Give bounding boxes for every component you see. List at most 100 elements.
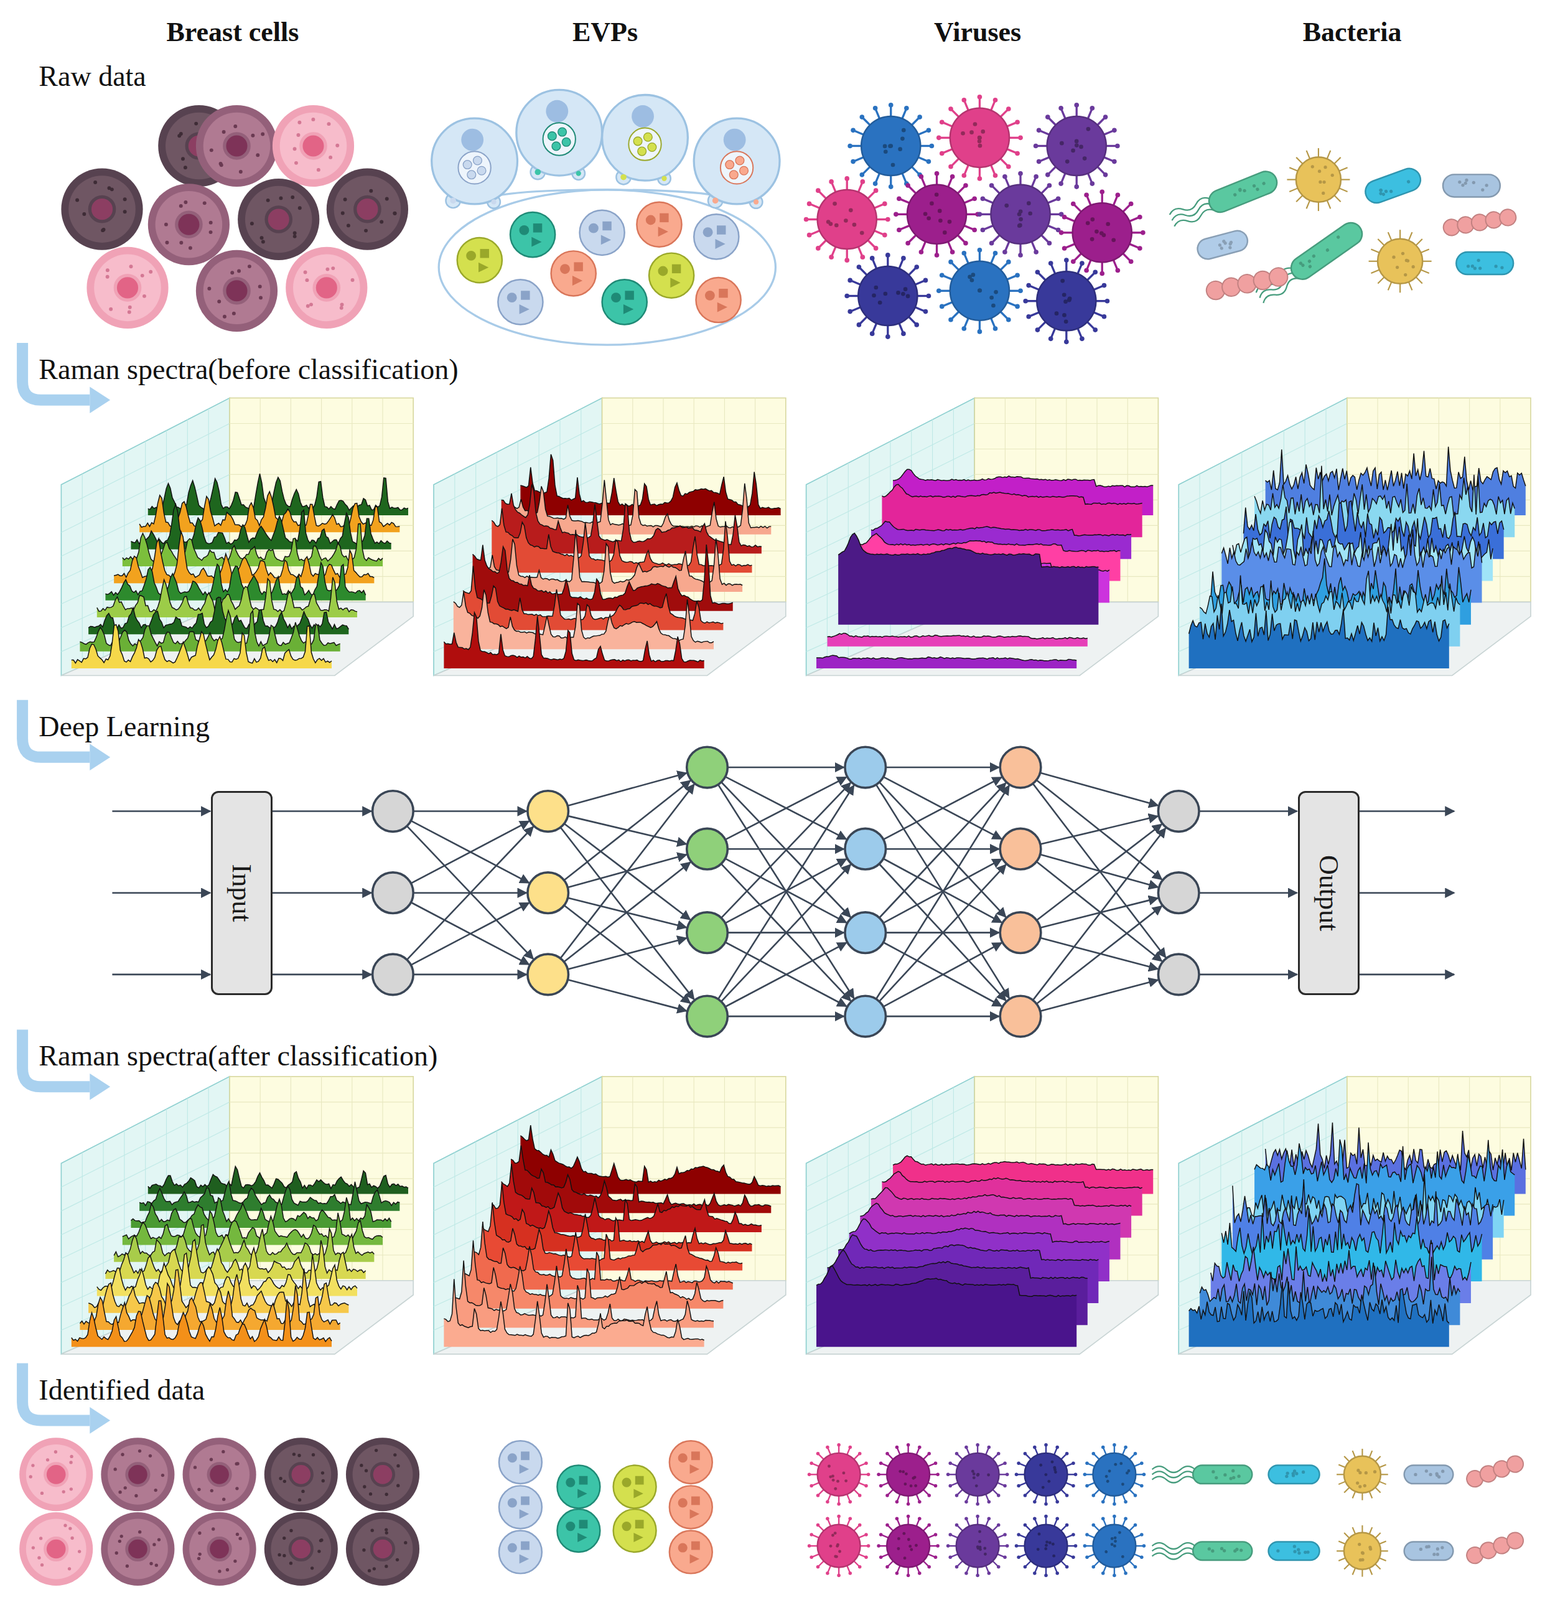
spectra-plot xyxy=(60,1076,414,1354)
illustration-part xyxy=(886,1452,930,1496)
illustration-part xyxy=(993,289,999,295)
illustration-part xyxy=(816,1564,821,1569)
breast-cell xyxy=(264,1437,338,1511)
illustration-part xyxy=(691,1541,701,1550)
illustration-part xyxy=(886,1524,930,1568)
illustration-part xyxy=(950,108,1010,168)
illustration-part xyxy=(345,1437,420,1511)
illustration-part xyxy=(1051,1542,1055,1546)
illustration-part xyxy=(1105,222,1111,227)
illustration-part xyxy=(209,220,213,225)
spectrum-fill xyxy=(71,1299,332,1348)
illustration-part xyxy=(449,197,457,205)
illustration-part xyxy=(891,163,896,168)
illustration-part xyxy=(963,182,969,188)
illustration-part xyxy=(1214,1475,1218,1480)
illustration-part xyxy=(848,1516,853,1521)
vesicle xyxy=(457,237,503,283)
illustration-part xyxy=(1192,1541,1252,1561)
illustration-part xyxy=(1292,1549,1297,1554)
illustration-part xyxy=(1358,1470,1362,1475)
illustration-part xyxy=(26,1518,87,1580)
illustration-part xyxy=(127,310,132,315)
illustration-part xyxy=(1044,1472,1048,1476)
illustration-part xyxy=(669,1485,713,1529)
spectrum-line xyxy=(71,624,332,664)
network-arrow xyxy=(1036,779,1163,880)
illustration-part xyxy=(978,1547,982,1551)
illustration-part xyxy=(26,1444,87,1505)
illustration-part xyxy=(936,135,942,141)
illustration-part xyxy=(647,143,657,152)
illustration-part xyxy=(1032,1445,1037,1450)
spectrum-fill xyxy=(838,533,1099,625)
row-label: Deep Learning xyxy=(38,710,210,743)
illustration-part xyxy=(1050,1460,1055,1464)
illustration-part xyxy=(1391,255,1396,259)
illustration-part xyxy=(123,197,127,201)
illustration-part xyxy=(602,474,786,475)
network-arrow xyxy=(564,905,691,1004)
illustration-part xyxy=(148,1454,152,1458)
illustration-part xyxy=(658,226,669,237)
illustration-part xyxy=(974,448,1158,450)
illustration-part xyxy=(1003,1532,1007,1537)
spectrum-line xyxy=(1221,1208,1482,1254)
illustration-part xyxy=(989,182,995,188)
illustration-part xyxy=(859,230,865,236)
network-arrow xyxy=(725,858,847,923)
illustration-part xyxy=(1485,183,1489,187)
illustration-part xyxy=(1085,220,1091,226)
neuron xyxy=(844,828,887,870)
illustration-part xyxy=(1113,1536,1117,1540)
illustration-part xyxy=(1070,258,1076,264)
illustration-part xyxy=(1364,1470,1368,1475)
spectra-plot xyxy=(1178,397,1531,676)
illustration-part xyxy=(661,176,667,182)
illustration-part xyxy=(22,1363,90,1421)
illustration-part xyxy=(856,264,862,270)
illustration-part xyxy=(690,1508,700,1519)
illustration-part xyxy=(294,161,299,165)
network-arrow xyxy=(727,1015,844,1018)
illustration-part xyxy=(334,175,402,243)
illustration-part xyxy=(533,223,542,233)
illustration-part xyxy=(473,156,483,165)
illustration-part xyxy=(980,227,986,233)
illustration-part xyxy=(1255,187,1261,192)
illustration-part xyxy=(602,94,689,181)
illustration-part xyxy=(859,114,865,120)
illustration-part xyxy=(1073,102,1079,108)
illustration-part xyxy=(229,448,414,450)
neuron xyxy=(999,746,1041,788)
illustration-part xyxy=(1307,264,1313,269)
illustration-part xyxy=(229,550,414,552)
illustration-part xyxy=(1268,1465,1320,1485)
illustration-part xyxy=(331,266,335,271)
illustration-part xyxy=(828,254,834,260)
illustration-part xyxy=(148,183,230,266)
illustration-part xyxy=(1078,144,1084,150)
illustration-part xyxy=(825,1499,830,1504)
illustration-part xyxy=(847,309,853,315)
illustration-part xyxy=(289,1463,312,1486)
illustration-part xyxy=(431,118,518,205)
illustration-part xyxy=(1123,1499,1128,1504)
illustration-part xyxy=(1085,1555,1089,1560)
network-arrow xyxy=(1032,828,1166,1000)
spectrum-line xyxy=(881,484,1142,505)
illustration-part xyxy=(876,1472,881,1477)
illustration-part xyxy=(1017,252,1023,258)
illustration-part xyxy=(1321,191,1325,195)
illustration-part xyxy=(948,1555,953,1560)
network-arrow xyxy=(406,826,534,961)
illustration-part xyxy=(229,1101,414,1102)
illustration-part xyxy=(1344,1532,1381,1570)
illustration-part xyxy=(1142,1472,1147,1477)
illustration-part xyxy=(1322,180,1326,184)
illustration-part xyxy=(1335,234,1341,239)
spectrum-fill xyxy=(501,1163,762,1233)
illustration-part xyxy=(1340,179,1350,181)
breast-cell xyxy=(237,178,320,261)
